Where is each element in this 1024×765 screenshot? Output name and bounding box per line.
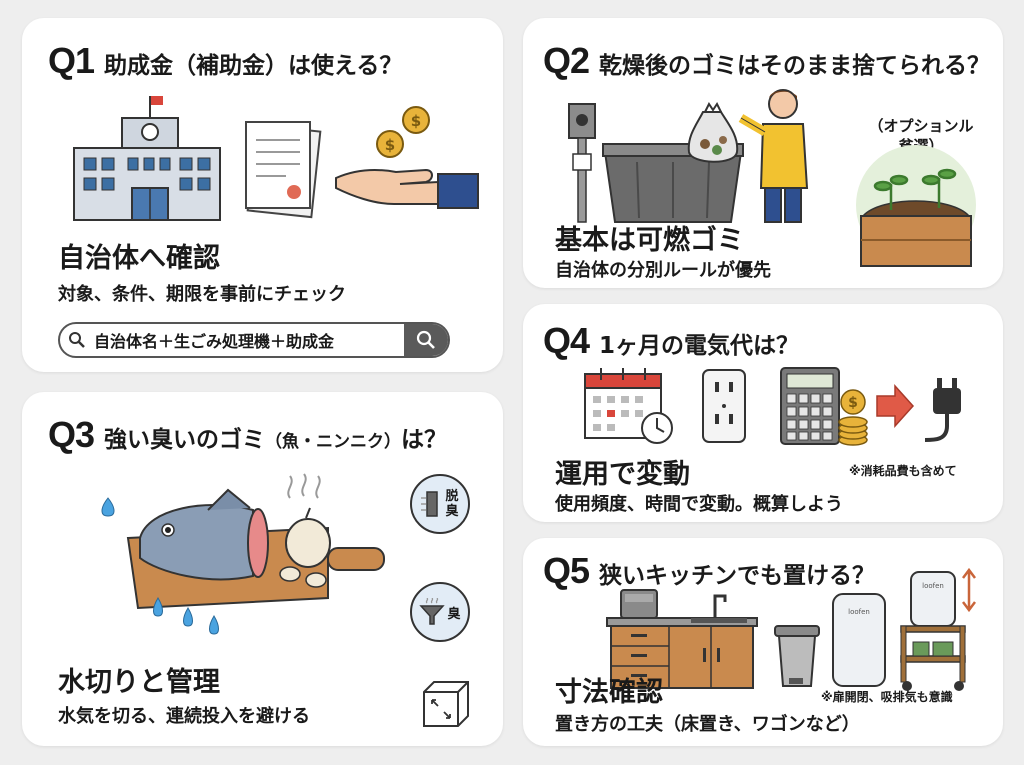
q2-number: Q2 [543, 40, 590, 81]
q3-question-end: は？ [401, 427, 448, 453]
q2-title-row: Q2 乾燥後のゴミはそのまま捨てられる？ [543, 40, 990, 82]
plug-icon [876, 378, 961, 442]
odor-filter-badge: 臭 [410, 582, 470, 642]
svg-text:$: $ [411, 112, 421, 130]
funnel-icon [419, 598, 446, 625]
fish-cutting-board-icon [101, 473, 385, 635]
q5-subtext: 置き方の工夫（床置き、ワゴンなど） [555, 714, 860, 735]
svg-text:loofen: loofen [848, 608, 870, 616]
search-query-text: 自治体名＋生ごみ処理機＋助成金 [94, 332, 335, 351]
q1-question: 助成金（補助金）は使える？ [104, 53, 403, 79]
q2-question: 乾燥後のゴミはそのまま捨てられる？ [599, 53, 991, 79]
deodorize-badge: 脱 臭 [410, 474, 470, 534]
search-icon [60, 331, 94, 349]
q2-headline: 基本は可燃ゴミ [555, 225, 744, 256]
q3-question: 強い臭いのゴミ [104, 427, 266, 453]
document-icon [245, 121, 322, 219]
q5-headline: 寸法確認 [555, 677, 663, 708]
garbage-bag-icon [687, 102, 739, 163]
q3-question-examples: （魚・ニンニク） [265, 432, 402, 452]
q5-note: ※扉開閉、吸排気も意識 [821, 690, 953, 704]
q5-title-row: Q5 狭いキッチンでも置ける？ [543, 550, 875, 592]
trash-can-icon [774, 625, 820, 687]
calendar-icon [584, 368, 673, 444]
garbage-processor-icon: loofen [832, 593, 886, 687]
svg-text:$: $ [385, 136, 395, 154]
search-bar[interactable]: 自治体名＋生ごみ処理機＋助成金 [58, 322, 450, 358]
person-icon [738, 89, 809, 223]
wagon-cart-icon: loofen [900, 567, 976, 691]
q1-title-row: Q1 助成金（補助金）は使える？ [48, 40, 402, 82]
svg-text:loofen: loofen [922, 582, 944, 590]
city-hall-icon [73, 96, 221, 221]
faq-card-electricity: Q4 1ヶ月の電気代は？ $ [523, 304, 1003, 522]
calculator-icon: $ [780, 367, 868, 446]
q1-subtext: 対象、条件、期限を事前にチェック [58, 284, 346, 305]
q4-question: 1ヶ月の電気代は？ [599, 333, 800, 359]
q3-number: Q3 [48, 414, 95, 455]
q2-subtext: 自治体の分別ルールが優先 [555, 260, 771, 281]
compost-planter-icon [856, 145, 976, 267]
faq-card-subsidy: Q1 助成金（補助金）は使える？ $ [22, 18, 503, 372]
faq-card-disposal: Q2 乾燥後のゴミはそのまま捨てられる？ （オプションル 貧選） [523, 18, 1003, 288]
q3-title-row: Q3 強い臭いのゴミ（魚・ニンニク）は？ [48, 414, 447, 456]
q4-note: ※消耗品費も含めて [849, 464, 957, 478]
q4-number: Q4 [543, 320, 590, 361]
hand-coins-icon: $ $ [335, 106, 479, 209]
faq-card-kitchen-space: Q5 狭いキッチンでも置ける？ loofen loofen [523, 538, 1003, 746]
q3-subtext: 水気を切る、連続投入を避ける [58, 706, 310, 727]
search-button-icon [416, 330, 435, 349]
search-button[interactable] [404, 324, 448, 356]
q5-number: Q5 [543, 550, 590, 591]
power-outlet-icon [702, 369, 746, 443]
kitchen-counter-icon [606, 589, 758, 689]
faq-card-odor: Q3 強い臭いのゴミ（魚・ニンニク）は？ 脱 [22, 392, 503, 746]
q4-headline: 運用で変動 [555, 459, 690, 490]
svg-text:$: $ [848, 395, 858, 411]
sign-post-icon [568, 103, 596, 223]
q5-question: 狭いキッチンでも置ける？ [599, 563, 876, 589]
box-icon [423, 681, 469, 727]
q4-subtext: 使用頻度、時間で変動。概算しよう [555, 494, 843, 515]
filter-icon [421, 491, 439, 517]
q1-number: Q1 [48, 40, 95, 81]
q3-headline: 水切りと管理 [58, 667, 220, 698]
q1-headline: 自治体へ確認 [58, 243, 220, 274]
q4-title-row: Q4 1ヶ月の電気代は？ [543, 320, 799, 362]
